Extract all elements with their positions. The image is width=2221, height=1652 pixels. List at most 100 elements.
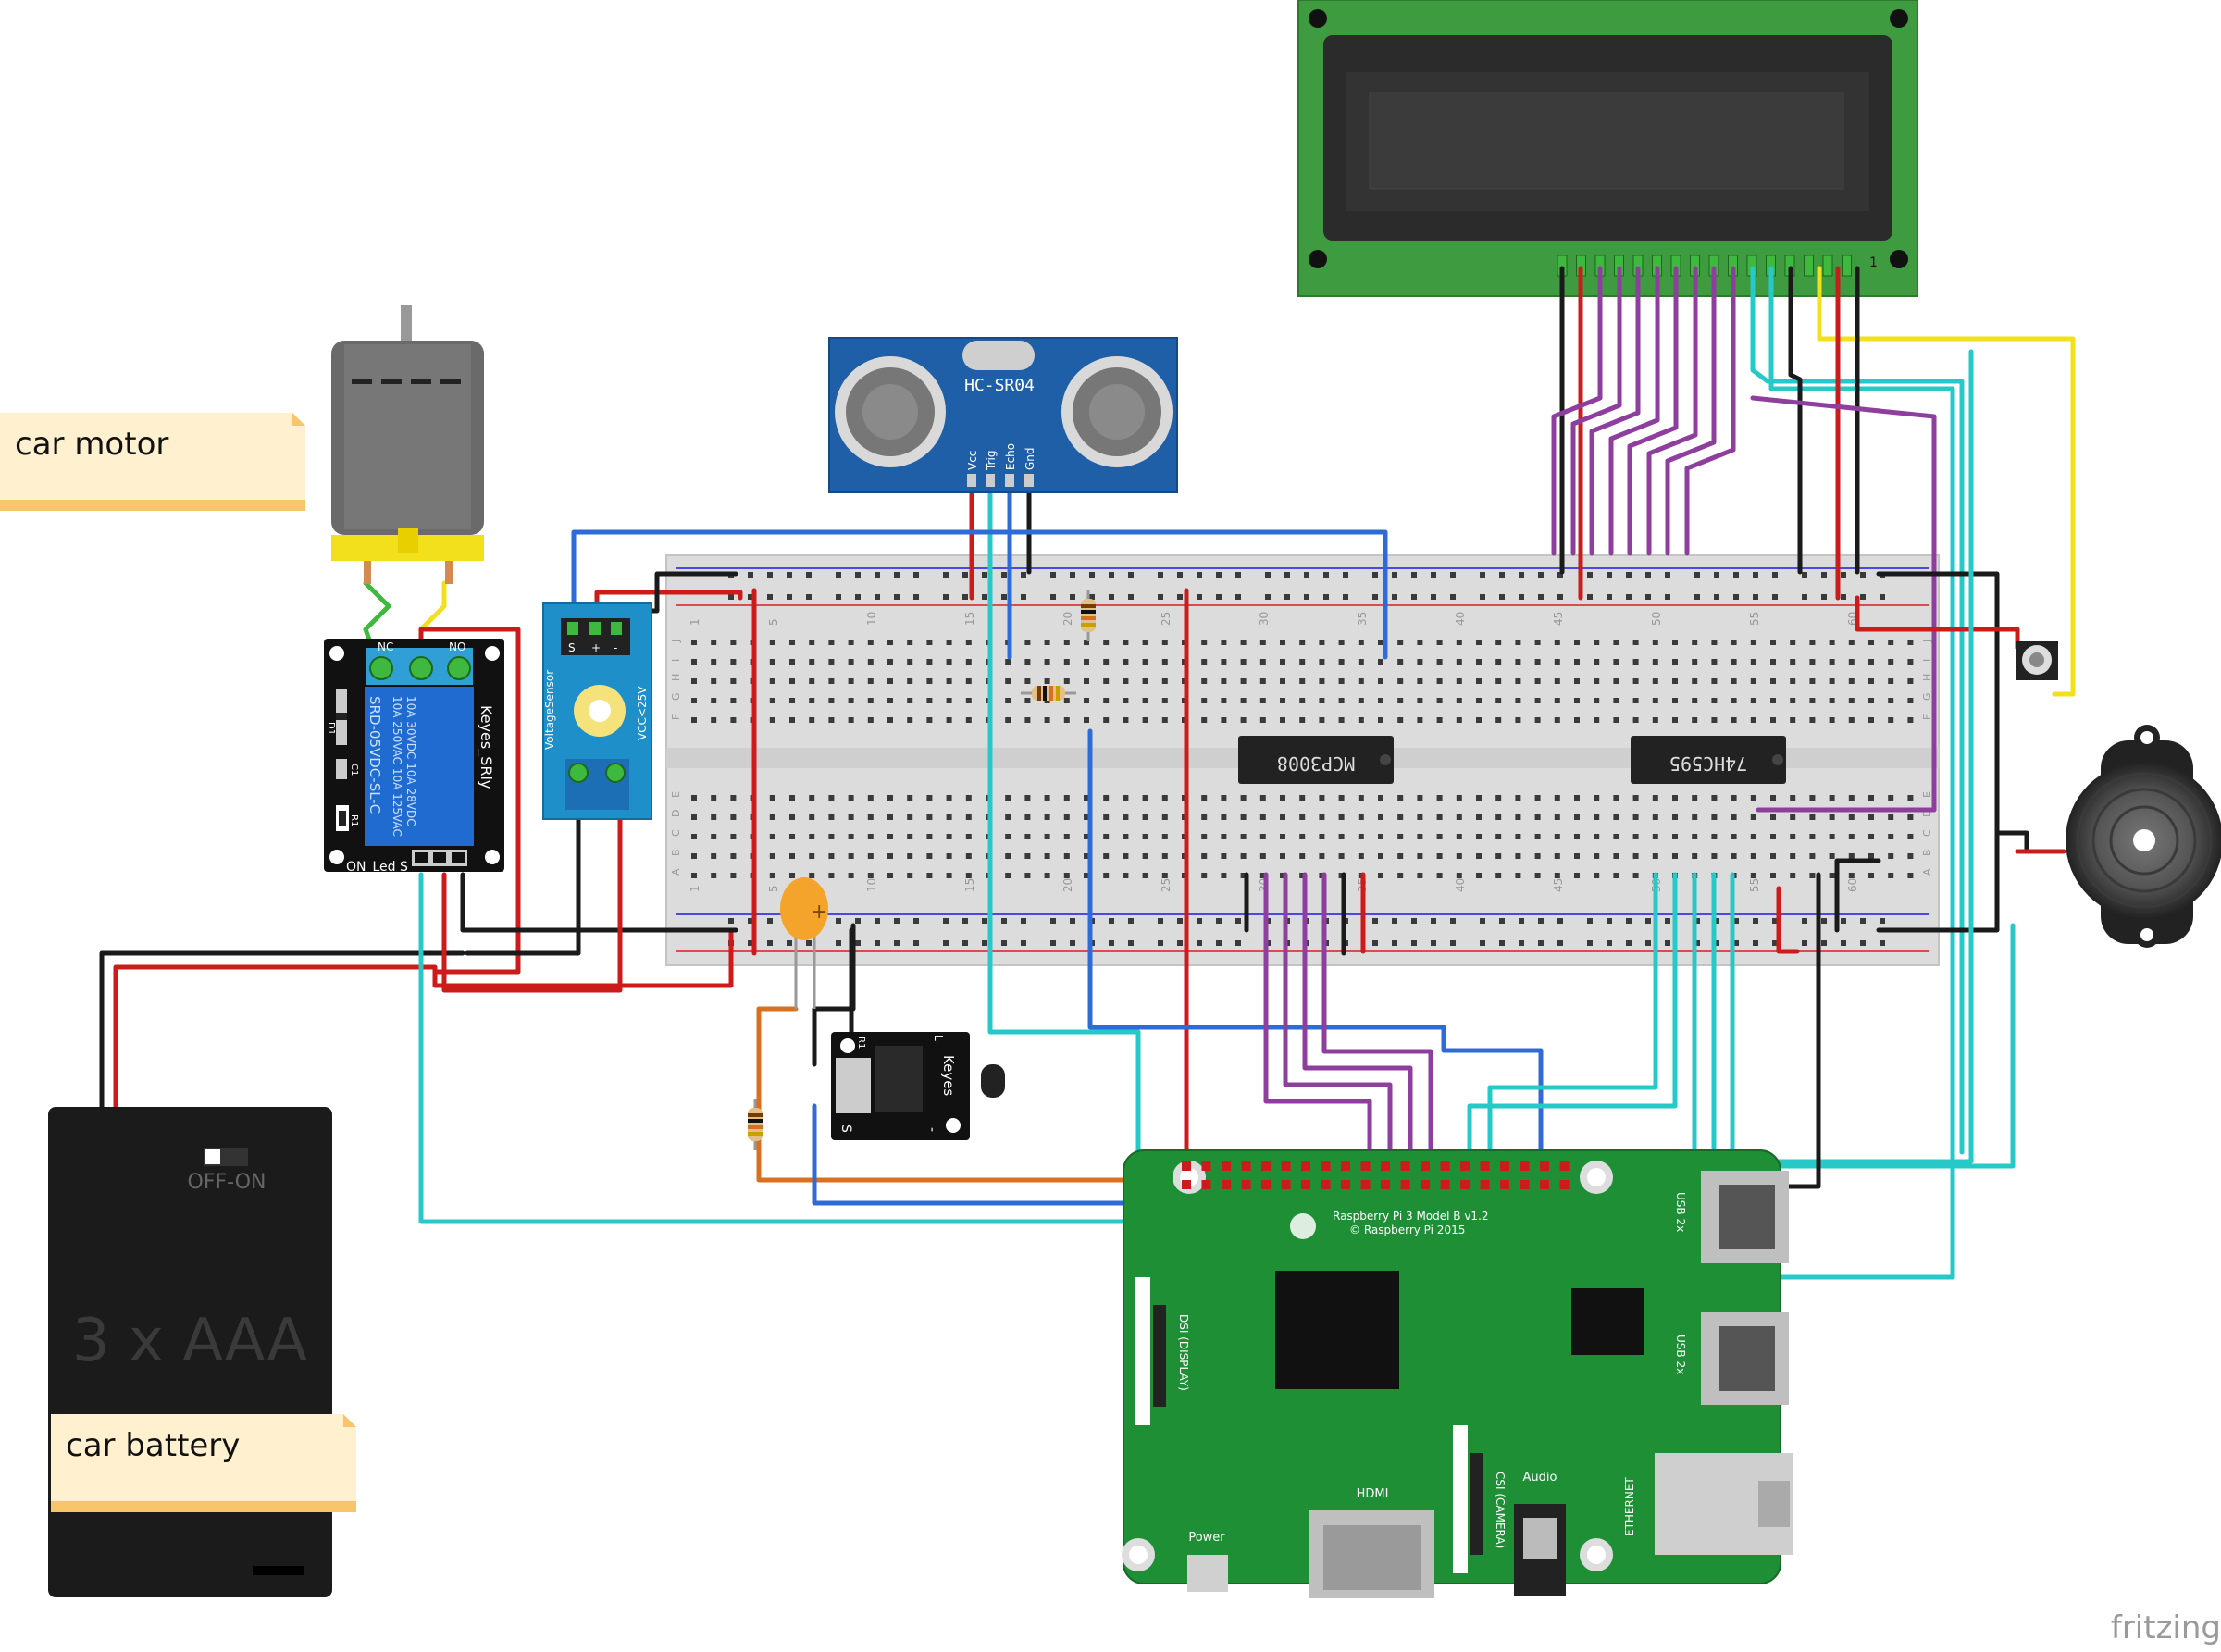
breadboard-hole (1770, 814, 1776, 820)
breadboard-rail-hole (1070, 572, 1075, 578)
breadboard-hole (1063, 698, 1070, 703)
breadboard-hole (1123, 678, 1129, 684)
breadboard-rail-hole (836, 594, 841, 600)
breadboard-hole (1829, 834, 1835, 839)
breadboard-hole (1161, 834, 1168, 839)
breadboard-hole (1829, 659, 1835, 665)
breadboard-hole (965, 659, 972, 665)
breadboard-hole (1750, 678, 1756, 684)
black-wire (1834, 858, 1881, 933)
breadboard-row-letter: C (670, 829, 682, 837)
breadboard-rail-hole (943, 594, 949, 600)
breadboard-rail-hole (1235, 572, 1241, 578)
breadboard-hole (965, 717, 972, 723)
breadboard-hole (1221, 834, 1227, 839)
breadboard-hole (1594, 678, 1600, 684)
breadboard-hole (1750, 795, 1756, 801)
breadboard-hole (1554, 678, 1560, 684)
breadboard-hole (1280, 814, 1285, 820)
breadboard-hole (1161, 640, 1168, 645)
breadboard-rail-hole (1587, 918, 1593, 924)
breadboard-hole (907, 717, 913, 723)
breadboard-hole (1476, 814, 1482, 820)
breadboard-hole (1161, 717, 1168, 723)
breadboard-hole (789, 698, 795, 703)
breadboard-hole (1750, 659, 1756, 665)
breadboard-hole (1280, 717, 1285, 723)
breadboard-hole (1632, 853, 1639, 859)
breadboard-hole (926, 678, 933, 684)
breadboard-hole (1574, 678, 1580, 684)
resistor-top (1081, 590, 1096, 641)
breadboard-hole (1417, 640, 1423, 645)
purple-wire (1750, 395, 1937, 813)
breadboard-hole (1103, 698, 1110, 703)
gpio-pin (1520, 1161, 1530, 1171)
resistor-mid (1021, 686, 1076, 701)
breadboard-hole (828, 834, 835, 839)
breadboard-hole (1692, 795, 1698, 801)
breadboard-hole (1338, 795, 1345, 801)
breadboard-hole (1907, 873, 1914, 878)
gpio-pin (1421, 1180, 1430, 1189)
breadboard-hole (1123, 814, 1129, 820)
breadboard-hole (1632, 678, 1639, 684)
breadboard-rail-hole (962, 572, 968, 578)
breadboard-column-number: 60 (1846, 878, 1859, 892)
breadboard-hole (1259, 814, 1266, 820)
breadboard-hole (1672, 853, 1678, 859)
breadboard-hole (1319, 795, 1325, 801)
breadboard-hole (1123, 795, 1129, 801)
breadboard-column-number: 45 (1552, 878, 1565, 892)
breadboard-hole (1201, 640, 1208, 645)
relay-rating-2: 10A 30VDC 10A 28VDC (404, 696, 417, 826)
breadboard-hole (1397, 698, 1404, 703)
breadboard-hole (1436, 814, 1443, 820)
breadboard-hole (1378, 698, 1383, 703)
breadboard-hole (1652, 795, 1658, 801)
breadboard-hole (1888, 853, 1894, 859)
breadboard-hole (769, 659, 775, 665)
breadboard-hole (1652, 853, 1658, 859)
breadboard-hole (1103, 873, 1110, 878)
battery-black (99, 950, 465, 1113)
breadboard-rail-hole (1001, 572, 1007, 578)
breadboard-hole (1063, 873, 1070, 878)
breadboard-hole (1436, 873, 1443, 878)
breadboard-hole (1103, 678, 1110, 684)
breadboard-rail-hole (1001, 594, 1007, 600)
ir-l-label: L (932, 1035, 945, 1041)
relay-pin-s: S (400, 860, 408, 875)
ultrasonic-pin-label: Vcc (966, 451, 979, 470)
breadboard-hole (1123, 698, 1129, 703)
breadboard-hole (1358, 698, 1364, 703)
breadboard-hole (1711, 795, 1718, 801)
breadboard-hole (1103, 834, 1110, 839)
breadboard-hole (1456, 717, 1462, 723)
breadboard-hole (1868, 678, 1874, 684)
breadboard-hole (1809, 698, 1816, 703)
breadboard-hole (769, 698, 775, 703)
breadboard-hole (848, 834, 854, 839)
breadboard-rail-hole (1802, 594, 1807, 600)
ultrasonic-pin-label: Gnd (1024, 447, 1036, 470)
breadboard-column-number: 45 (1552, 612, 1565, 626)
breadboard-hole (1201, 834, 1208, 839)
breadboard-hole (907, 814, 913, 820)
breadboard-rail-hole (1519, 918, 1524, 924)
breadboard-hole (1907, 698, 1914, 703)
breadboard-row-letter: D (670, 810, 682, 817)
breadboard-hole (828, 814, 835, 820)
breadboard-hole (1378, 717, 1383, 723)
gpio-pin (1360, 1161, 1371, 1171)
breadboard-rail-hole (728, 594, 734, 600)
breadboard-column-number: 25 (1160, 878, 1173, 892)
gpio-pin (1500, 1180, 1509, 1189)
breadboard-hole (1495, 853, 1502, 859)
relay-vcc (441, 770, 623, 993)
breadboard-hole (1554, 795, 1560, 801)
breadboard-hole (828, 717, 835, 723)
breadboard-hole (1790, 853, 1796, 859)
breadboard-hole (1554, 834, 1560, 839)
